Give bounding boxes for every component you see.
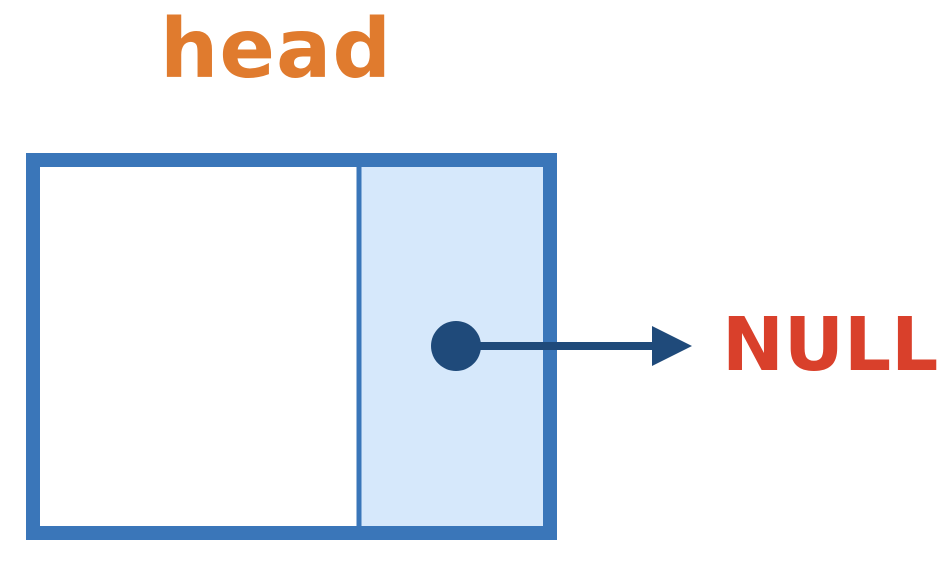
data-cell <box>33 160 358 533</box>
null-label: NULL <box>722 302 938 388</box>
pointer-arrow-head <box>652 326 692 366</box>
pointer-dot <box>431 321 481 371</box>
head-label: head <box>160 2 393 97</box>
